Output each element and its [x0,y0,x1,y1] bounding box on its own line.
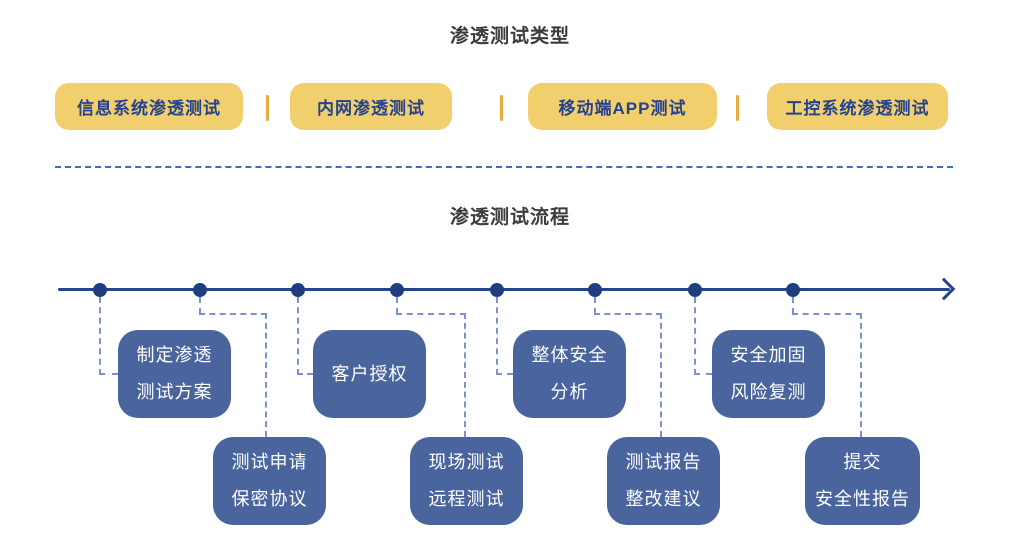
connector-step-5 [496,297,498,375]
timeline-dot-5 [490,283,504,297]
connector-step-8 [792,297,794,314]
timeline-dot-2 [193,283,207,297]
step-label-line: 客户授权 [331,363,408,384]
step-label-line: 整改建议 [625,489,702,509]
connector-step-6 [594,313,662,315]
type-badge-ics[interactable]: 工控系统渗透测试 [767,83,948,130]
connector-step-4 [396,297,398,314]
connector-step-2 [265,313,267,437]
step-label-line: 测试报告 [625,452,702,472]
step-box-onsite-remote-testing: 现场测试 远程测试 [410,437,523,525]
badge-separator [500,95,503,121]
connector-step-3 [297,373,313,375]
process-section-title: 渗透测试流程 [449,207,570,228]
connector-step-4 [396,313,466,315]
timeline-dot-7 [688,283,702,297]
connector-step-7 [694,297,696,375]
timeline-dot-6 [588,283,602,297]
connector-step-8 [860,313,862,437]
step-label-line: 远程测试 [428,489,505,509]
step-box-apply-nda: 测试申请 保密协议 [213,437,326,525]
connector-step-3 [297,297,299,375]
timeline-dot-1 [93,283,107,297]
dashed-section-divider [55,166,953,168]
badge-separator [266,95,269,121]
types-section-title: 渗透测试类型 [449,26,570,47]
step-label-line: 分析 [550,382,589,402]
connector-step-4 [464,313,466,437]
step-label-line: 提交 [843,452,882,472]
step-label-line: 安全性报告 [815,489,910,509]
connector-step-6 [594,297,596,314]
type-badge-info-system[interactable]: 信息系统渗透测试 [55,83,243,130]
type-badge-intranet[interactable]: 内网渗透测试 [290,83,452,130]
step-box-hardening-retest: 安全加固 风险复测 [712,330,825,418]
timeline-arrowhead-icon [932,277,956,301]
connector-step-7 [694,373,712,375]
connector-step-2 [199,313,267,315]
connector-step-8 [792,313,862,315]
connector-step-5 [496,373,513,375]
step-label-line: 现场测试 [428,452,505,472]
timeline-dot-3 [291,283,305,297]
connector-step-2 [199,297,201,314]
type-badge-mobile-app[interactable]: 移动端APP测试 [528,83,717,130]
step-label-line: 整体安全 [531,345,608,365]
step-label-line: 风险复测 [730,382,807,402]
step-box-plan: 制定渗透 测试方案 [118,330,231,418]
timeline-axis [58,288,950,291]
timeline-dot-8 [786,283,800,297]
badge-separator [736,95,739,121]
step-label-line: 安全加固 [730,345,807,365]
step-label-line: 测试方案 [136,382,213,402]
timeline-dot-4 [390,283,404,297]
connector-step-6 [660,313,662,437]
step-label-line: 测试申请 [231,452,308,472]
connector-step-1 [99,297,101,375]
step-box-submit-security-report: 提交 安全性报告 [805,437,920,525]
step-label-line: 保密协议 [231,489,308,509]
step-box-overall-security-analysis: 整体安全 分析 [513,330,626,418]
step-box-client-authorization: 客户授权 [313,330,426,418]
connector-step-1 [99,373,118,375]
step-box-report-remediation: 测试报告 整改建议 [607,437,720,525]
step-label-line: 制定渗透 [136,345,213,365]
